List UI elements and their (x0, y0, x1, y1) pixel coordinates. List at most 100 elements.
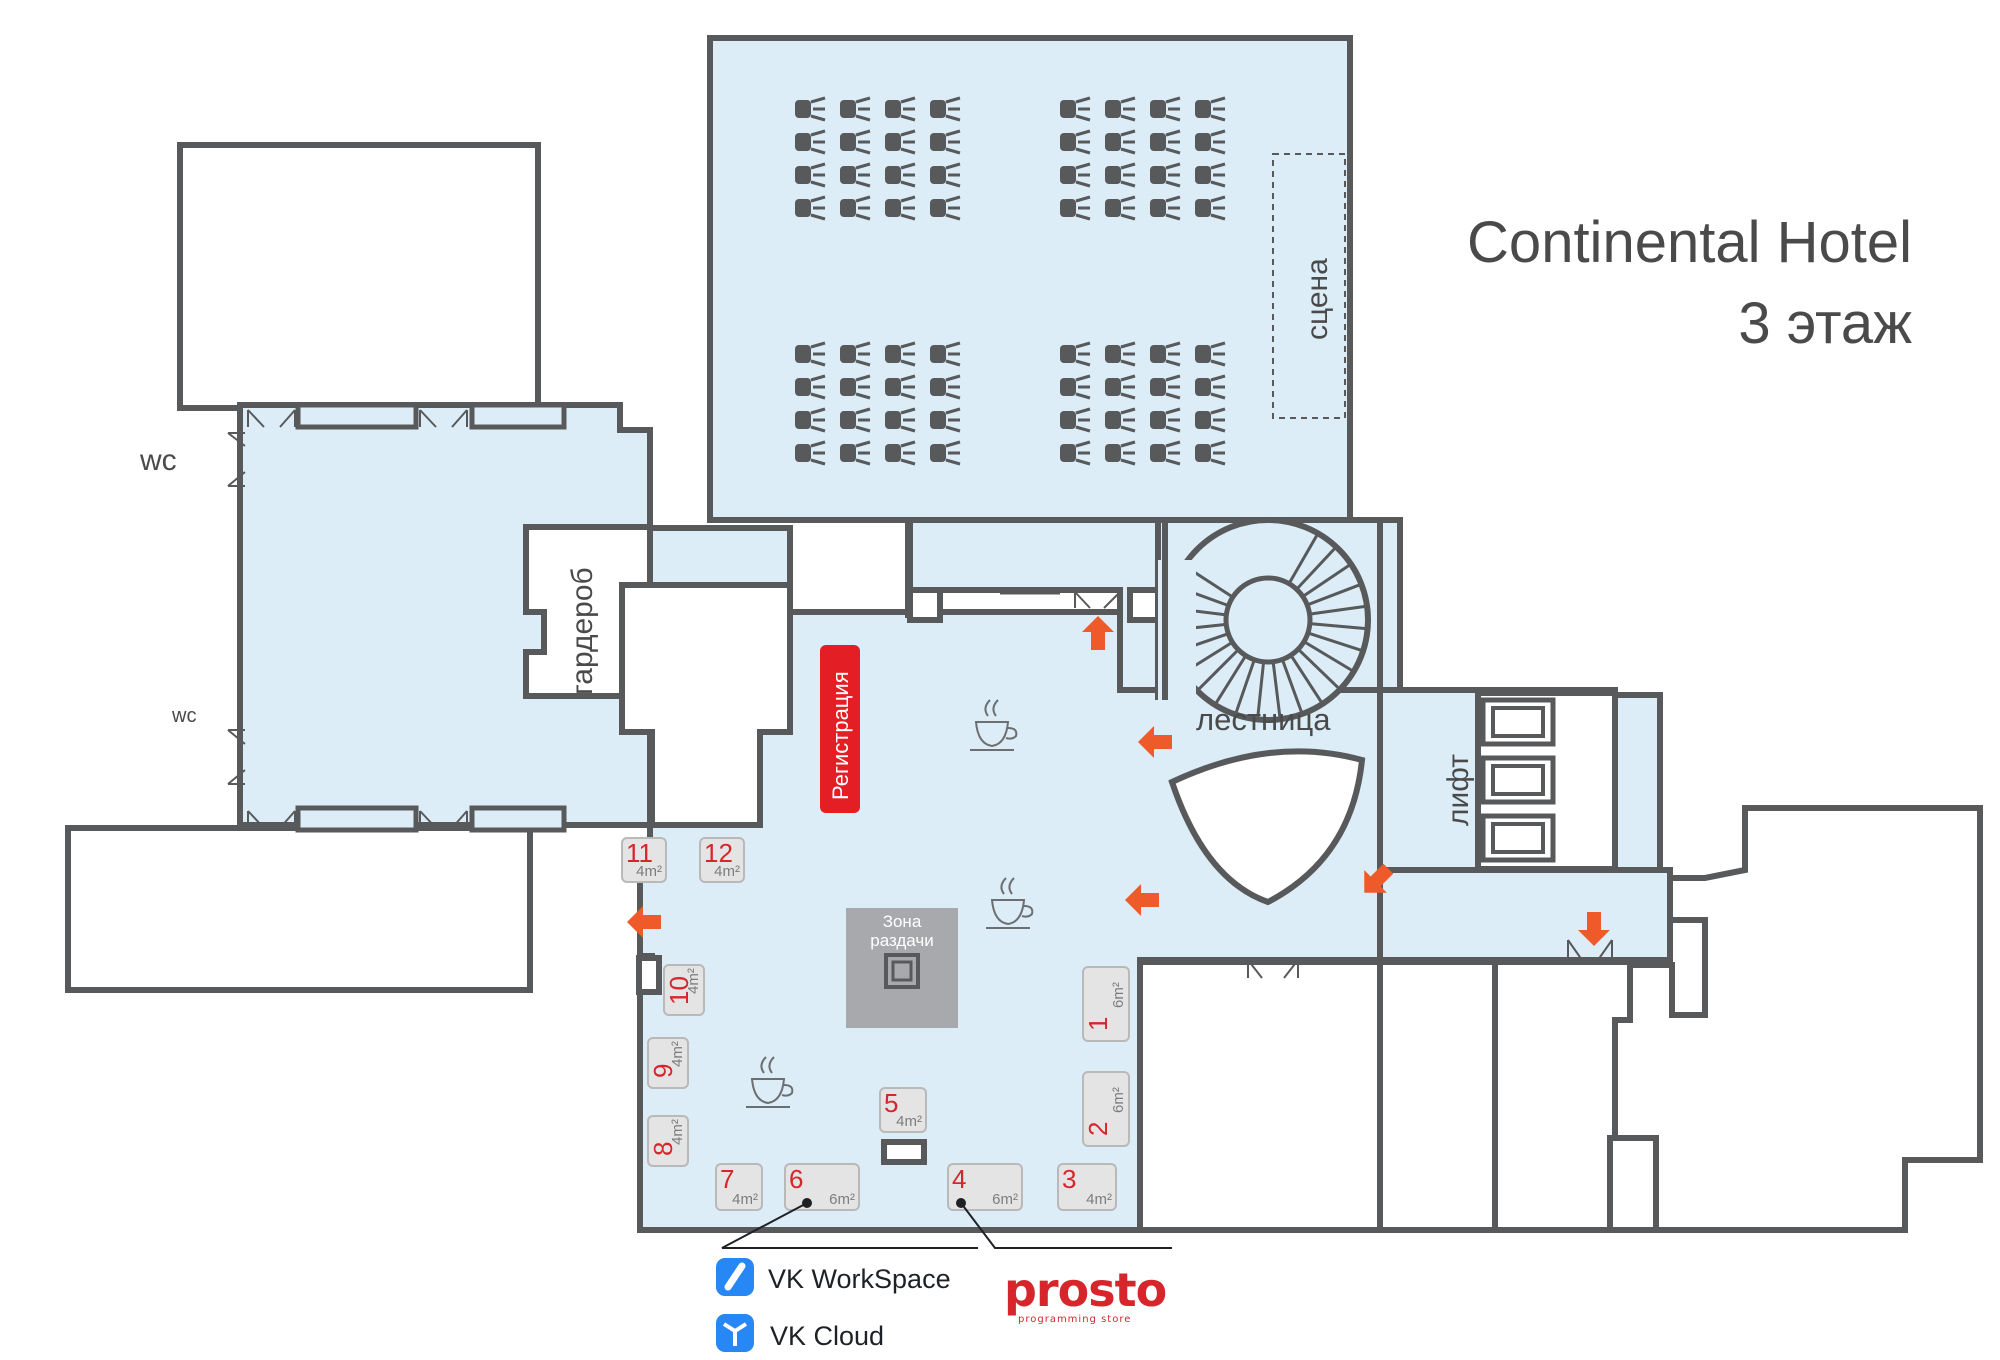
booth-area: 4m² (714, 863, 740, 880)
booth-area: 4m² (732, 1191, 758, 1208)
floor-title: 3 этаж (1738, 291, 1912, 356)
vk-cloud-sponsor: VK Cloud (716, 1314, 884, 1352)
booth-area: 4m² (1086, 1191, 1112, 1208)
chair-grid (795, 96, 1226, 466)
chair-icon (795, 407, 826, 433)
chair-icon (840, 407, 871, 433)
stage-label: сцена (1301, 258, 1334, 340)
chair-icon (885, 341, 916, 367)
chair-icon (930, 374, 961, 400)
chair-icon (1195, 129, 1226, 155)
chair-icon (1195, 96, 1226, 122)
chair-icon (885, 374, 916, 400)
chair-icon (930, 195, 961, 221)
chair-icon (1105, 407, 1136, 433)
booth-area: 4m² (896, 1113, 922, 1130)
direction-arrow-icon (1138, 726, 1172, 758)
vk-cloud-label: VK Cloud (770, 1321, 884, 1351)
chair-icon (1195, 440, 1226, 466)
chair-icon (795, 96, 826, 122)
chair-icon (1105, 374, 1136, 400)
booth-area: 4m² (685, 968, 702, 994)
chair-icon (1105, 96, 1136, 122)
lift-icon (1480, 697, 1556, 863)
registration-label: Регистрация (828, 671, 853, 800)
chair-icon (795, 129, 826, 155)
chair-icon (1060, 195, 1091, 221)
vk-workspace-sponsor: VK WorkSpace (716, 1258, 951, 1296)
direction-arrow-icon (1578, 912, 1610, 946)
venue-title: Continental Hotel (1467, 210, 1912, 275)
chair-icon (930, 341, 961, 367)
chair-icon (885, 96, 916, 122)
chair-icon (1150, 96, 1181, 122)
chair-icon (1195, 407, 1226, 433)
booth-area: 6m² (992, 1191, 1018, 1208)
chair-icon (840, 440, 871, 466)
wc-lower-label: wc (171, 705, 196, 727)
booth-layer: 16m²26m²34m²46m²54m²66m²74m²84m²94m²104m… (621, 837, 1130, 1211)
chair-icon (1150, 374, 1181, 400)
pillar (636, 955, 662, 995)
wc-upper-label: wc (139, 444, 177, 477)
booth-number: 5 (884, 1088, 898, 1118)
prosto-logo: prosto programming store (1004, 1263, 1167, 1325)
booth-area: 4m² (636, 863, 662, 880)
booth-number: 12 (704, 838, 733, 868)
chair-icon (930, 407, 961, 433)
chair-icon (1105, 129, 1136, 155)
registration-desk: Регистрация (820, 645, 860, 813)
chair-icon (1150, 407, 1181, 433)
booth-number: 2 (1083, 1122, 1113, 1136)
chair-icon (1060, 96, 1091, 122)
chair-icon (930, 162, 961, 188)
chair-icon (1060, 374, 1091, 400)
booth-number: 3 (1062, 1164, 1076, 1194)
wardrobe-block (523, 524, 653, 699)
chair-icon (885, 440, 916, 466)
far-east-block (1612, 805, 1983, 1233)
far-east-pillar (1607, 1135, 1659, 1233)
chair-icon (930, 129, 961, 155)
booth-area: 4m² (669, 1119, 686, 1145)
chair-icon (1105, 440, 1136, 466)
booth-number: 7 (720, 1164, 734, 1194)
vk-workspace-label: VK WorkSpace (768, 1264, 951, 1294)
booth-number: 11 (626, 838, 653, 868)
chair-icon (1105, 195, 1136, 221)
stairs-label: лестница (1196, 702, 1331, 737)
chair-icon (930, 440, 961, 466)
booth-number: 6 (789, 1164, 803, 1194)
direction-arrow-icon (1125, 884, 1159, 916)
door-icon (227, 409, 1613, 979)
prosto-wordmark: prosto (1004, 1263, 1166, 1317)
chair-icon (1060, 162, 1091, 188)
chair-icon (840, 162, 871, 188)
chair-icon (1105, 162, 1136, 188)
booth-area: 6m² (1110, 982, 1127, 1008)
chair-icon (1195, 195, 1226, 221)
chair-icon (1150, 162, 1181, 188)
bar-counter (1168, 748, 1366, 906)
chair-icon (1195, 162, 1226, 188)
direction-arrow-icon (1082, 616, 1114, 650)
chair-icon (840, 96, 871, 122)
chair-icon (885, 407, 916, 433)
chair-icon (885, 129, 916, 155)
chair-icon (840, 374, 871, 400)
chair-icon (795, 341, 826, 367)
chair-icon (885, 162, 916, 188)
chair-icon (795, 374, 826, 400)
east-room-1 (1137, 959, 1383, 1233)
inner-blocks (523, 524, 1983, 1233)
serving-zone-line1: Зона (883, 912, 922, 931)
chair-icon (1150, 195, 1181, 221)
